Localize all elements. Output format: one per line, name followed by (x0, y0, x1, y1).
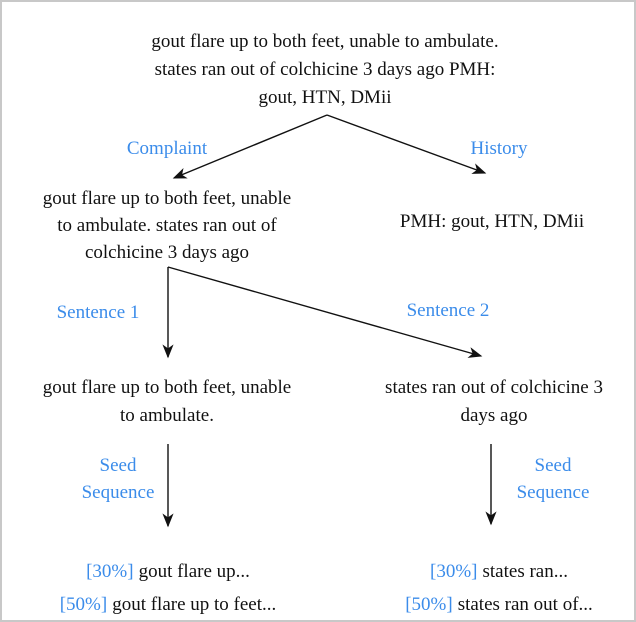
root-note-line: gout, HTN, DMii (258, 87, 392, 108)
seed-label-line: Sequence (516, 482, 590, 503)
seed-output-line: [50%]gout flare up to feet... (18, 588, 318, 620)
root-note-line: gout flare up to both feet, unable to am… (151, 31, 499, 52)
seed-output-percentage: [30%] (430, 561, 478, 582)
seed-output-line: [50%]states ran out of... (359, 588, 634, 620)
complaint-line: gout flare up to both feet, unable (42, 188, 292, 209)
complaint-line: colchicine 3 days ago (84, 242, 250, 263)
seed-output-percentage: [30%] (86, 561, 134, 582)
sentence1-line: gout flare up to both feet, unable (42, 377, 292, 398)
seed-output-left-node: [30%]gout flare up... [50%]gout flare up… (18, 555, 318, 620)
root-note-node: gout flare up to both feet, unable to am… (75, 28, 575, 112)
seed-output-right-node: [30%]states ran... [50%]states ran out o… (359, 555, 634, 620)
history-line: PMH: gout, HTN, DMii (399, 211, 585, 232)
seed-output-line: [30%]gout flare up... (18, 555, 318, 588)
complaint-node: gout flare up to both feet, unable to am… (17, 185, 317, 266)
complaint-line: to ambulate. states ran out of (57, 215, 277, 236)
edge-label-sentence2: Sentence 2 (406, 300, 490, 321)
seed-label-line: Seed (534, 455, 572, 476)
seed-label-line: Seed (99, 455, 137, 476)
seed-output-text: gout flare up to feet... (112, 594, 277, 615)
sentence1-line: to ambulate. (120, 405, 214, 426)
edge-label-sentence1: Sentence 1 (56, 302, 140, 323)
sentence2-node: states ran out of colchicine 3 days ago (347, 374, 634, 430)
sentence2-line: states ran out of colchicine 3 (385, 377, 603, 398)
sentence1-node: gout flare up to both feet, unable to am… (17, 374, 317, 430)
edge-label-history: History (470, 138, 528, 159)
seed-label-line: Sequence (81, 482, 155, 503)
seed-output-text: gout flare up... (138, 561, 250, 582)
edge-label-seed-sequence-right: Seed Sequence (478, 452, 628, 506)
history-node: PMH: gout, HTN, DMii (352, 208, 632, 235)
edge-label-complaint: Complaint (126, 138, 208, 159)
sentence2-line: days ago (460, 405, 528, 426)
seed-output-percentage: [50%] (59, 594, 108, 615)
seed-output-line: [30%]states ran... (359, 555, 634, 588)
root-note-line: states ran out of colchicine 3 days ago … (154, 59, 496, 80)
edge-label-seed-sequence-left: Seed Sequence (43, 452, 193, 506)
seed-output-text: states ran out of... (457, 594, 593, 615)
seed-output-percentage: [50%] (405, 594, 453, 615)
seed-output-text: states ran... (482, 561, 568, 582)
